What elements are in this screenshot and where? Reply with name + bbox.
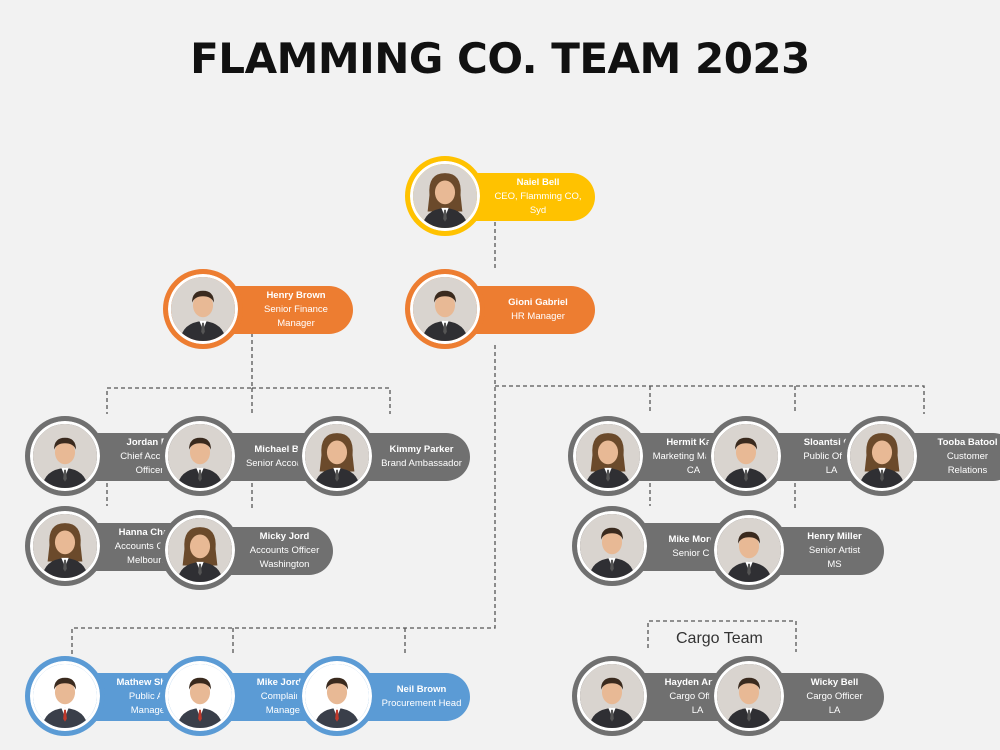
person-role-line: HR Manager <box>511 311 565 322</box>
person-role-line: Accounts Officer <box>249 545 320 557</box>
person-name: Hermit Kaur <box>666 437 721 449</box>
person-name: Hanna Charm <box>118 527 181 539</box>
person-role-line: Officer <box>135 464 164 476</box>
person-role-line: LA <box>828 704 841 716</box>
person-name: Mike Jordan <box>256 677 313 689</box>
person-role-line: CEO, Flamming CO, Syd <box>494 191 582 216</box>
avatar <box>160 510 240 590</box>
person-name: Naiel Bell <box>516 177 560 189</box>
person-role-line: MS <box>827 558 842 570</box>
avatar <box>709 510 789 590</box>
person-role-line: Senior CSR <box>672 548 723 559</box>
person-name: Kimmy Parker <box>389 444 454 456</box>
cargo-team-label: Cargo Team <box>676 630 763 647</box>
person-name: Tooba Batool <box>937 437 998 449</box>
person-role-line: Cargo Officer <box>806 691 863 703</box>
person-role-line: Brand Ambassador <box>381 458 462 469</box>
person-role-line: CA <box>686 464 701 476</box>
person-name: Neil Brown <box>396 684 447 696</box>
person-name: Gioni Gabriel <box>508 297 568 309</box>
person-name: Henry Miller <box>807 531 862 543</box>
avatar <box>405 156 485 236</box>
person-role-line: LA <box>691 704 704 716</box>
person-role-line: Cargo Officer <box>669 691 726 703</box>
avatar <box>25 506 105 586</box>
avatar <box>160 416 240 496</box>
person-card-hr: Gioni Gabriel HR Manager <box>405 269 595 353</box>
person-role-line: Procurement Head <box>381 698 462 709</box>
avatar <box>297 416 377 496</box>
person-name: Hayden Arthur <box>664 677 731 689</box>
person-role-line: Senior Artist <box>808 545 861 557</box>
person-role-line: Public AD Manager <box>128 691 171 716</box>
avatar <box>568 416 648 496</box>
person-name: Mike Morgan <box>668 534 727 546</box>
person-name: Mathew Shade <box>116 677 183 689</box>
person-role-line: Accounts Officer <box>114 541 185 553</box>
person-role-line: Senior Finance Manager <box>264 304 328 329</box>
person-name: Micky Jord <box>259 531 310 543</box>
person-role-line: Chief Account <box>120 451 179 463</box>
avatar <box>842 416 922 496</box>
avatar <box>163 269 243 349</box>
avatar <box>297 656 377 736</box>
avatar <box>160 656 240 736</box>
person-name: Michael Belly <box>254 444 315 456</box>
person-role-line: Melbourne <box>127 554 172 566</box>
person-name: Jordan Eli <box>126 437 173 449</box>
person-role-line: LA <box>825 464 838 476</box>
person-role-line: Complaints <box>260 691 309 703</box>
person-name: Wicky Bell <box>810 677 859 689</box>
avatar <box>709 656 789 736</box>
page-title: FLAMMING CO. TEAM 2023 <box>190 34 810 83</box>
person-role-line: Marketing Manager <box>652 451 735 463</box>
person-role-line: Customer Relations <box>946 451 989 476</box>
person-role-line: Senior Accountant <box>245 458 324 469</box>
avatar <box>706 416 786 496</box>
avatar <box>25 416 105 496</box>
person-role-line: Washington <box>259 558 310 570</box>
person-role-line: Public Officer <box>803 451 860 463</box>
person-name: Sloantsi Gul <box>803 437 860 449</box>
avatar <box>405 269 485 349</box>
person-role-line: Manager <box>265 704 304 716</box>
avatar <box>572 656 652 736</box>
avatar <box>25 656 105 736</box>
person-name: Henry Brown <box>266 290 326 302</box>
avatar <box>572 506 652 586</box>
